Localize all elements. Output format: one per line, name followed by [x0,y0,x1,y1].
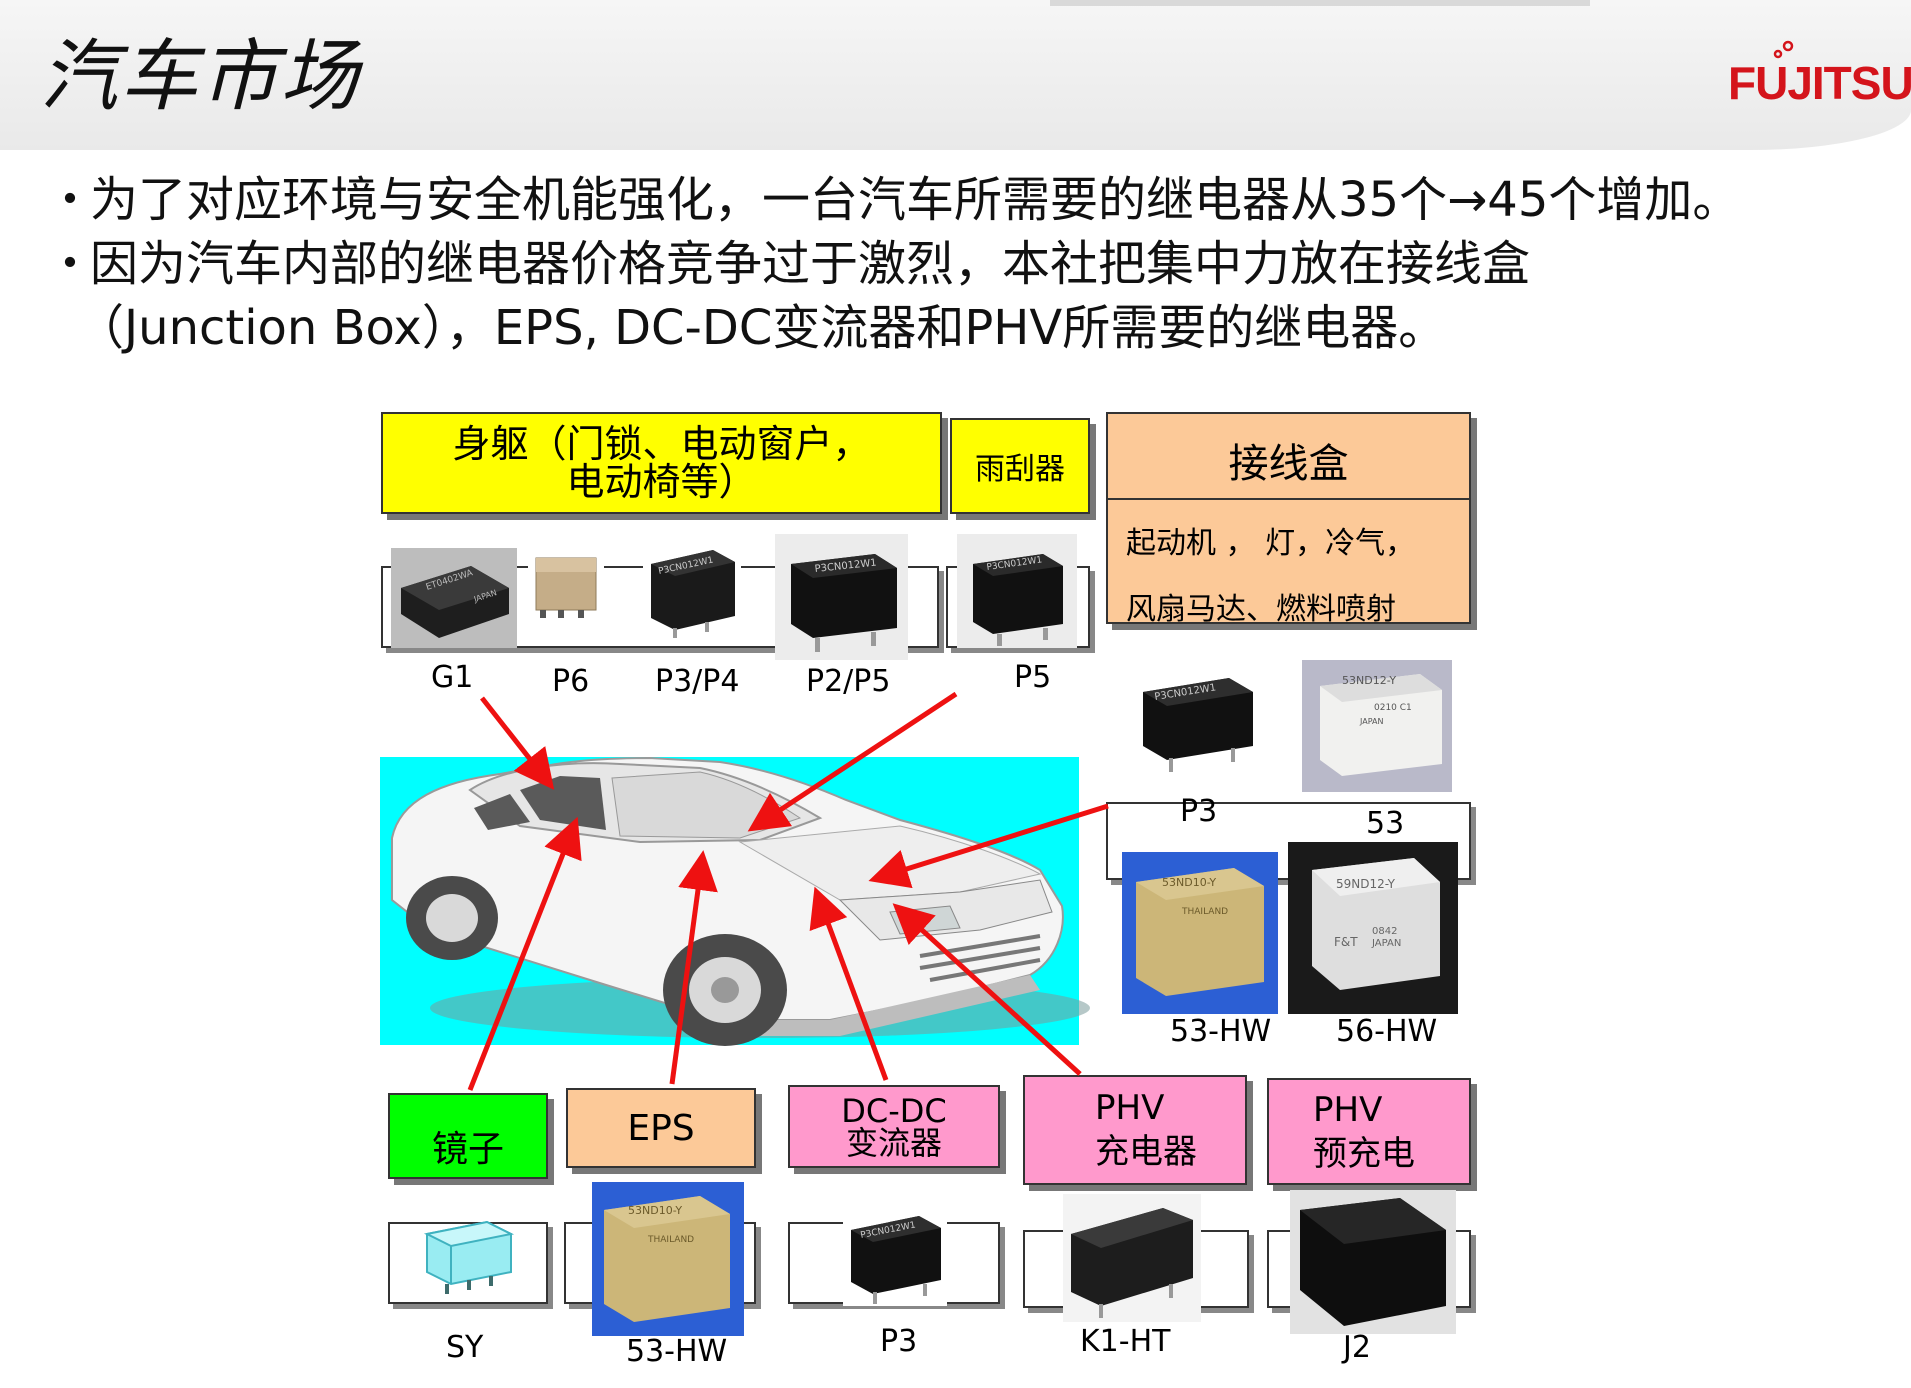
body-category-box: 身躯（门锁、电动窗户， 电动椅等） [381,412,942,514]
eps-category-label: EPS [627,1107,695,1149]
dcdc-category-box: DC-DC 变流器 [788,1085,1000,1168]
k1ht-label: K1-HT [1080,1324,1171,1359]
junction-box-category: 接线盒 起动机 ， 灯，冷气， 风扇马达、燃料喷射 [1106,412,1471,627]
dcdc-category-line2: 变流器 [845,1123,942,1162]
svg-text:THAILAND: THAILAND [1181,907,1228,917]
wiper-category-box: 雨刮器 [950,418,1090,514]
arrow-junction-to-engine [868,803,1109,889]
jb-53hw-label: 53-HW [1170,1014,1272,1049]
eps-53hw-label: 53-HW [626,1334,728,1369]
jb-53-relay-image: 53ND12-Y 0210 C1 JAPAN [1302,660,1452,792]
jb-53hw-relay-image: 53ND10-Y THAILAND [1122,852,1278,1014]
svg-text:0210 C1: 0210 C1 [1374,703,1412,713]
p2p5-label: P2/P5 [806,664,891,699]
k1ht-relay-image [1063,1194,1201,1322]
svg-text:JAPAN: JAPAN [1371,938,1401,949]
junction-box-title: 接线盒 [1108,414,1469,500]
p2p5-relay-image: P3CN012W1 [775,534,908,660]
mirror-category-label: 镜子 [431,1129,504,1170]
g1-relay-image: ET0402WA JAPAN [391,548,517,648]
junction-box-line1: 起动机 ， 灯，冷气， [1126,526,1416,561]
body-category-line1: 身躯（门锁、电动窗户， [452,422,871,466]
bullet-text-2: 因为汽车内部的继电器价格竞争过于激烈，本社把集中力放在接线盒 [90,236,1531,292]
dc-p3-label: P3 [880,1324,918,1359]
svg-text:JAPAN: JAPAN [1359,717,1383,726]
sy-label: SY [446,1330,484,1365]
jb-p3-relay-image: P3CN012W1 [1133,664,1261,780]
arrow-eps [669,850,718,1085]
arrow-mirror [467,816,582,1091]
p5-relay-image: P3CN012W1 [957,534,1077,648]
p6-relay-image [528,552,604,622]
bullet-list: ・为了对应环境与安全机能强化，一台汽车所需要的继电器从35个→45个增加。 ・因… [46,168,1740,360]
sy-relay-image [423,1220,515,1294]
jb-56hw-relay-image: 59ND12-Y 0842 F&T JAPAN [1288,842,1458,1014]
bullet-continuation: （Junction Box），EPS, DC-DC变流器和PHV所需要的继电器。 [76,300,1447,356]
svg-text:53ND12-Y: 53ND12-Y [1342,674,1396,687]
bullet-dot: ・ [46,172,95,228]
bullet-item: ・为了对应环境与安全机能强化，一台汽车所需要的继电器从35个→45个增加。 [46,168,1740,232]
arrow-dcdc [809,886,889,1081]
junction-box-line2: 风扇马达、燃料喷射 [1126,592,1396,627]
bullet-text-1: 为了对应环境与安全机能强化，一台汽车所需要的继电器从35个→45个增加。 [90,172,1741,228]
body-category-line2: 电动椅等） [566,460,757,504]
g1-label: G1 [431,660,474,695]
slide-title: 汽车市场 [40,32,361,122]
mirror-category-box: 镜子 [388,1093,548,1179]
svg-text:F&T: F&T [1334,935,1358,949]
arrow-p5-to-wiper [747,691,958,832]
p5-label: P5 [1014,660,1052,695]
phv-precharge-line1: PHV [1313,1089,1383,1130]
jb-56hw-label: 56-HW [1336,1014,1438,1049]
phv-charger-line2: 充电器 [1095,1132,1197,1172]
jb-p3-label: P3 [1180,794,1218,829]
fujitsu-logo: FUJITSU [1728,57,1911,109]
dc-p3-relay-image: P3CN012W1 [843,1206,947,1306]
bullet-item: ・因为汽车内部的继电器价格竞争过于激烈，本社把集中力放在接线盒 [46,232,1740,296]
phv-charger-category-box: PHV 充电器 [1023,1075,1247,1185]
phv-precharge-category-box: PHV 预充电 [1267,1078,1471,1185]
header-tab [1050,0,1590,6]
p6-label: P6 [552,664,590,699]
svg-text:59ND12-Y: 59ND12-Y [1336,877,1396,891]
arrow-g1-to-door [480,696,555,790]
svg-text:0842: 0842 [1372,926,1397,937]
j2-label: J2 [1343,1330,1371,1365]
bullet-dot: ・ [46,236,95,292]
j2-relay-image [1290,1190,1456,1334]
svg-text:53ND10-Y: 53ND10-Y [1162,876,1216,889]
wiper-category-label: 雨刮器 [975,452,1065,487]
eps-53hw-relay-image: 53ND10-Y THAILAND [592,1182,744,1336]
logo-dot-icon [1773,40,1794,59]
p3p4-relay-image: P3CN012W1 [643,540,741,640]
slide-header [0,0,1911,150]
eps-category-box: EPS [566,1088,756,1168]
dcdc-category-line1: DC-DC [841,1091,947,1130]
phv-precharge-line2: 预充电 [1313,1133,1415,1174]
svg-text:53ND10-Y: 53ND10-Y [628,1204,682,1217]
phv-charger-line1: PHV [1095,1088,1165,1128]
svg-text:THAILAND: THAILAND [647,1235,694,1245]
jb-53-label: 53 [1366,806,1405,841]
p3p4-label: P3/P4 [655,664,740,699]
arrow-phv [892,903,1082,1076]
